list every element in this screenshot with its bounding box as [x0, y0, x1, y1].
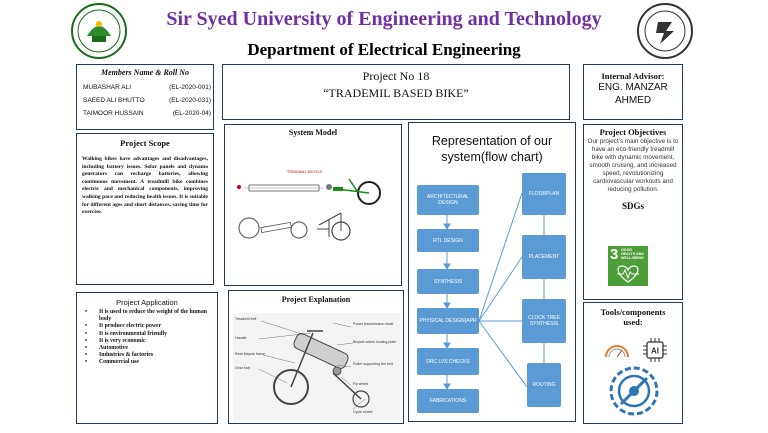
figure-caption: TREADMILL BICYCLE [287, 170, 323, 174]
label-roller: Roller supporting the belt [353, 362, 393, 366]
member-row: SAEED ALI BHUTTO (EL-2020-031) [83, 97, 211, 104]
flow-step-synthesis: SYNTHESIS [417, 269, 479, 294]
label-fly-wheel: Fly wheel [353, 382, 368, 386]
flow-step-clock-tree-synthesis: CLOCK TREE SYNTHESIS [522, 299, 566, 343]
list-item: It is very economic [85, 338, 213, 345]
flow-step-floorplan: FLOORPLAN [522, 173, 566, 215]
flowchart-heading-line2: system(flow chart) [441, 150, 543, 164]
treadmill-bicycle-diagram: TREADMILL BICYCLE [237, 170, 381, 241]
advisor-name-line2: AHMED [614, 95, 652, 106]
gear-tool-icon [609, 366, 659, 416]
university-title: Sir Syed University of Engineering and T… [166, 8, 602, 30]
advisor-name-line1: ENG. MANZAR [598, 82, 668, 93]
flowchart-heading-line1: Representation of our [431, 134, 553, 148]
member-name: SAEED ALI BHUTTO [83, 97, 145, 104]
ai-chip-icon: AI [643, 338, 667, 362]
flow-step-drc-lvs-checks: DRC LVS CHECKS [417, 348, 479, 375]
system-model-heading: System Model [288, 128, 338, 137]
ai-label: AI [651, 347, 659, 356]
project-name: “TRADEMIL BASED BIKE” [323, 86, 469, 100]
label-treadmill-belt: Treadmill belt [235, 317, 256, 321]
flow-step-placement: PLACEMENT [522, 235, 566, 279]
list-item: It is environmental friendly [85, 331, 213, 338]
member-row: TAIMOOR HUSSAIN (EL-2020-04) [83, 110, 211, 117]
tools-heading-line2: used: [623, 317, 643, 327]
gauge-icon [605, 345, 629, 358]
tools-heading-line1: Tools/components [600, 307, 666, 317]
advisor-box: Internal Advisor: ENG. MANZAR AHMED [583, 64, 683, 120]
flow-step-fabrications: FABRICATIONS [417, 389, 479, 413]
label-cycle-wheel: Cycle wheel [353, 410, 373, 414]
member-row: MUBASHAR ALI (EL-2020-001) [83, 84, 211, 91]
heartbeat-icon [617, 265, 639, 283]
list-item: Industries & factories [85, 352, 213, 359]
label-gear-hub: Gear hub [235, 366, 250, 370]
scope-text: Walking bikes have advantages and disadv… [82, 156, 208, 216]
objectives-heading: Project Objectives [599, 127, 667, 137]
project-application-box: Project Application It is used to reduce… [76, 292, 218, 424]
sdg-label: GOOD HEALTH AND WELL-BEING [621, 248, 644, 260]
sdg-3-badge: 3 GOOD HEALTH AND WELL-BEING [608, 246, 648, 286]
label-wheel-holding-plate: Bicycle wheel holding plate [353, 340, 396, 344]
list-item: It is used to reduce the weight of the h… [85, 309, 213, 323]
objectives-text: Our project’s main objective is to have … [587, 138, 679, 193]
member-name: MUBASHAR ALI [83, 84, 132, 91]
department-title: Department of Electrical Engineering [247, 40, 521, 59]
label-handle: Handle [235, 336, 246, 340]
flow-step-physical-design: PHYSICAL DESIGN(APR [417, 308, 479, 334]
member-name: TAIMOOR HUSSAIN [83, 110, 144, 117]
project-objectives-box: Project Objectives Our project’s main ob… [583, 124, 683, 300]
list-item: It produce electric power [85, 323, 213, 330]
flowchart-connectors [443, 192, 545, 390]
department-logo [637, 3, 693, 59]
members-heading: Members Name & Roll No [101, 68, 189, 77]
sdg-heading: SDGs [621, 201, 644, 211]
advisor-label: Internal Advisor: [601, 71, 665, 81]
flow-step-routing: ROUTING [527, 363, 561, 407]
project-number: Project No 18 [362, 69, 430, 83]
member-roll: (EL-2020-04) [172, 110, 211, 117]
flow-step-architectural-design: ARCHITECTURAL DESIGN [417, 185, 479, 215]
scope-heading: Project Scope [120, 138, 170, 148]
member-roll: (EL-2020-031) [169, 97, 211, 104]
project-scope-box: Project Scope Walking bikes have advanta… [76, 133, 214, 285]
university-logo [71, 3, 127, 59]
label-power-transmission-shaft: Power transmission shaft [353, 322, 393, 326]
sdg-number: 3 [610, 246, 619, 263]
explanation-heading: Project Explanation [281, 295, 351, 304]
application-list: It is used to reduce the weight of the h… [77, 307, 217, 367]
flowchart-box: Representation of our system(flow chart)… [408, 122, 576, 422]
list-item: Automotive [85, 345, 213, 352]
label-rear-bicycle-frame: Rear bicycle frame [235, 352, 265, 356]
members-box: Members Name & Roll No MUBASHAR ALI (EL-… [76, 64, 214, 130]
system-model-box: System Model TREADMILL BICYCLE [224, 124, 402, 286]
project-title-box: Project No 18 “TRADEMIL BASED BIKE” [222, 64, 570, 120]
project-explanation-box: Project Explanation Treadmill belt Handl… [228, 290, 404, 424]
list-item: Commercial use [85, 359, 213, 366]
tools-box: Tools/components used: AI [583, 302, 683, 424]
application-heading: Project Application [116, 298, 178, 307]
member-roll: (EL-2020-001) [169, 84, 211, 91]
flow-step-rtl-design: RTL DESIGN [417, 229, 479, 252]
treadmill-bike-labeled-diagram: Treadmill belt Handle Rear bicycle frame… [233, 313, 401, 421]
